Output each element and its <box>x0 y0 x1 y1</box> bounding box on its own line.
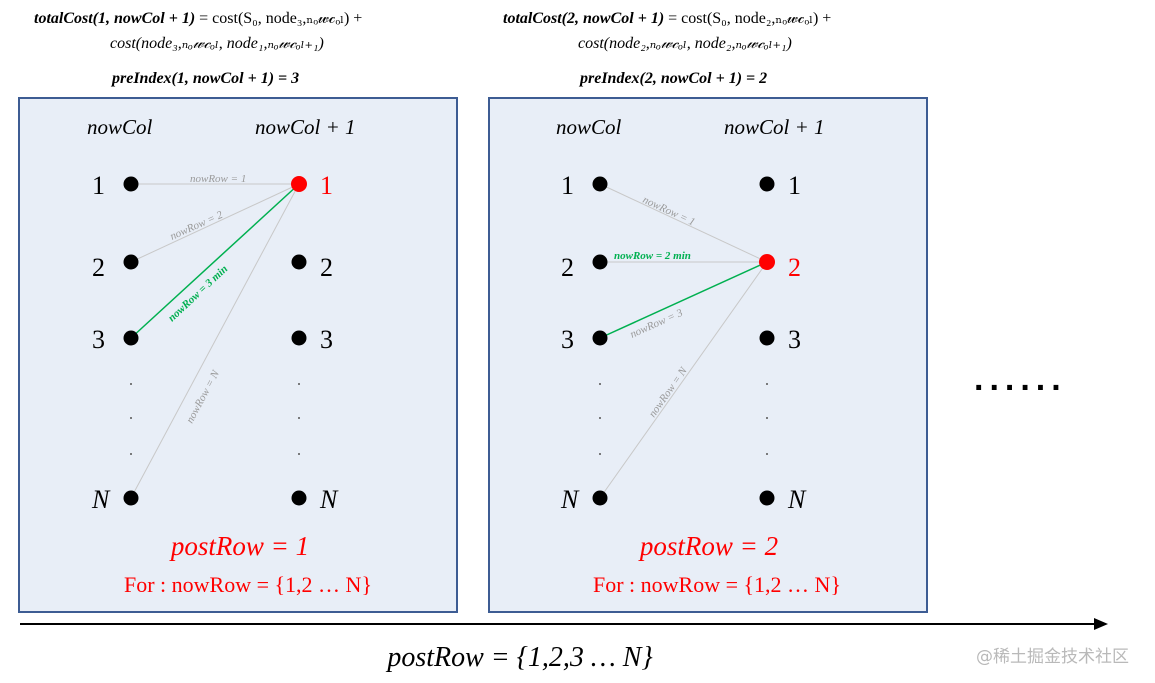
left-pre-index: preIndex(1, nowCol + 1) = 3 <box>112 70 300 87</box>
node-left-2 <box>592 254 608 270</box>
vdot <box>298 453 300 455</box>
row-label-N: N <box>319 485 339 514</box>
right-pre-index: preIndex(2, nowCol + 1) = 2 <box>580 70 768 87</box>
row-label-1: 1 <box>92 171 105 200</box>
node-left-2 <box>123 254 139 270</box>
node-left-1 <box>123 176 139 192</box>
row-label-N: N <box>91 485 111 514</box>
vdot <box>599 453 601 455</box>
node-left-N <box>592 490 608 506</box>
row-label-1: 1 <box>788 171 801 200</box>
post-row-label: postRow = 1 <box>169 531 309 561</box>
right-total-cost-rhs: = cost(S₀, node₂,ₙₒ𝓌𝒸ₒₗ) + <box>668 10 832 27</box>
row-label-1: 1 <box>561 171 574 200</box>
node-left-3 <box>592 330 608 346</box>
vdot <box>599 383 601 385</box>
vdot <box>130 453 132 455</box>
edge-label-rowN: nowRow = N <box>647 365 691 420</box>
node-right-1 <box>759 176 775 192</box>
row-label-3: 3 <box>788 325 801 354</box>
row-label-2: 2 <box>561 253 574 282</box>
node-left-N <box>123 490 139 506</box>
panel-left <box>18 97 458 613</box>
left-total-cost-rhs: = cost(S₀, node₃,ₙₒ𝓌𝒸ₒₗ) + <box>199 10 363 27</box>
left-total-cost-line1: totalCost(1, nowCol + 1) = cost(S₀, node… <box>34 8 362 28</box>
edge-label-rowN: nowRow = N <box>184 368 222 426</box>
edge-label-row2-min: nowRow = 2 min <box>614 250 691 262</box>
left-total-cost-line2: cost(node₃,ₙₒ𝓌𝒸ₒₗ, node₁,ₙₒ𝓌𝒸ₒₗ₊₁) <box>110 35 324 52</box>
edge-row3 <box>599 261 768 339</box>
node-right-N <box>759 490 775 506</box>
vdot <box>766 383 768 385</box>
axis-label: postRow = {1,2,3 … N} <box>385 642 652 673</box>
row-label-3: 3 <box>92 325 105 354</box>
row-label-N: N <box>787 485 807 514</box>
left-panel-content: nowCol nowCol + 1 nowRow = 1 nowRow = 2 … <box>87 115 372 597</box>
edge-label-row2: nowRow = 2 <box>168 209 225 243</box>
edge-label-row1: nowRow = 1 <box>641 194 697 229</box>
row-label-3: 3 <box>320 325 333 354</box>
right-total-cost-line2: cost(node₂,ₙₒ𝓌𝒸ₒₗ, node₂,ₙₒ𝓌𝒸ₒₗ₊₁) <box>578 35 792 52</box>
vdot <box>130 383 132 385</box>
edge-rowN <box>130 183 300 499</box>
watermark: @稀土掘金技术社区 <box>976 647 1129 667</box>
vdot <box>298 383 300 385</box>
axis-arrowhead <box>1094 618 1108 630</box>
continuation-ellipsis: ...... <box>974 360 1067 398</box>
node-right-3 <box>291 330 307 346</box>
right-col-label: nowCol + 1 <box>724 115 825 139</box>
edge-label-row1: nowRow = 1 <box>190 173 246 185</box>
panel-right <box>488 97 928 613</box>
node-right-2-highlight <box>759 254 775 270</box>
node-right-3 <box>759 330 775 346</box>
right-col-label: nowCol + 1 <box>255 115 356 139</box>
node-left-1 <box>592 176 608 192</box>
right-panel-content: nowCol nowCol + 1 nowRow = 1 nowRow = 2 … <box>556 115 841 597</box>
for-label: For : nowRow = {1,2 … N} <box>124 572 372 597</box>
edge-row1 <box>599 183 768 263</box>
vdot <box>298 417 300 419</box>
node-left-3 <box>123 330 139 346</box>
right-total-cost-line1: totalCost(2, nowCol + 1) = cost(S₀, node… <box>503 8 831 28</box>
row-label-2: 2 <box>320 253 333 282</box>
vdot <box>766 453 768 455</box>
edge-label-row3-min: nowRow = 3 min <box>166 263 230 324</box>
vdot <box>766 417 768 419</box>
vdot <box>599 417 601 419</box>
edge-row3-min <box>130 183 300 339</box>
right-total-cost-lhs: totalCost(2, nowCol + 1) <box>503 10 665 27</box>
post-row-label: postRow = 2 <box>638 531 778 561</box>
edge-rowN <box>599 261 768 499</box>
row-label-N: N <box>560 485 580 514</box>
node-right-N <box>291 490 307 506</box>
left-total-cost-lhs: totalCost(1, nowCol + 1) <box>34 10 196 27</box>
node-right-1-highlight <box>291 176 307 192</box>
node-right-2 <box>291 254 307 270</box>
vdot <box>130 417 132 419</box>
row-label-1-highlight: 1 <box>320 171 333 200</box>
edge-row2 <box>130 183 300 263</box>
for-label: For : nowRow = {1,2 … N} <box>593 572 841 597</box>
row-label-2-highlight: 2 <box>788 253 801 282</box>
row-label-2: 2 <box>92 253 105 282</box>
row-label-3: 3 <box>561 325 574 354</box>
left-col-label: nowCol <box>556 115 622 139</box>
left-col-label: nowCol <box>87 115 153 139</box>
